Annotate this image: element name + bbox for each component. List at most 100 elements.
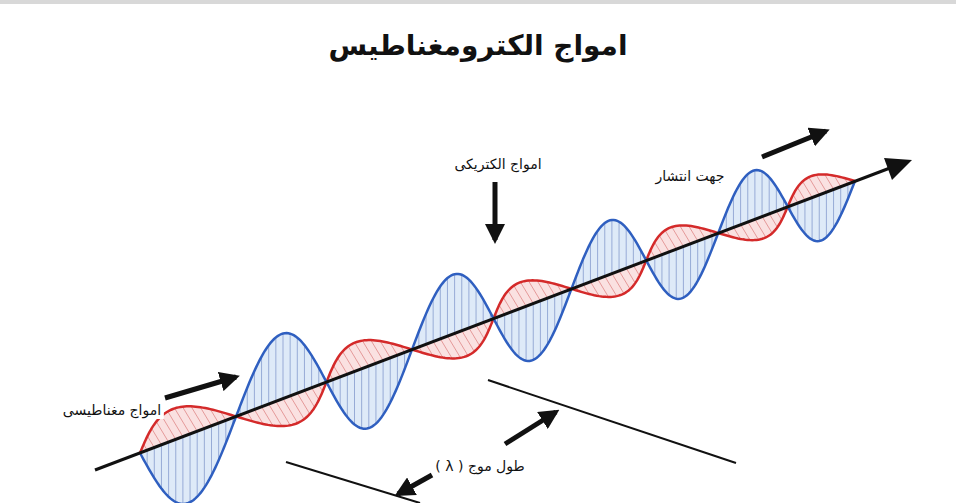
wavelength-bound <box>488 380 736 463</box>
magnetic-wave-hatch <box>659 236 669 252</box>
callout-label: امواج الکتریکی <box>451 155 544 173</box>
magnetic-wave-hatch <box>499 305 505 314</box>
electric-wave-hatch <box>511 312 512 350</box>
magnetic-wave-hatch <box>665 230 676 249</box>
electric-wave-hatch <box>683 246 684 297</box>
magnetic-wave-hatch <box>348 346 361 368</box>
magnetic-wave-hatch <box>748 222 759 240</box>
electric-wave-hatch <box>204 429 205 488</box>
magnetic-wave-hatch <box>672 227 684 246</box>
magnetic-wave-hatch <box>182 407 197 432</box>
electric-wave-hatch <box>690 244 691 292</box>
electric-wave-hatch <box>518 309 519 357</box>
magnetic-wave-hatch <box>476 325 484 339</box>
electric-wave-hatch <box>540 301 541 355</box>
magnetic-wave-hatch <box>175 408 190 434</box>
magnetic-wave-hatch <box>503 297 512 311</box>
magnetic-wave-hatch <box>626 268 635 283</box>
magnetic-wave-hatch <box>290 396 304 419</box>
electric-wave-hatch <box>776 187 777 211</box>
magnetic-wave-hatch <box>312 388 319 400</box>
electric-wave-hatch <box>283 334 284 399</box>
magnetic-wave-hatch <box>333 366 340 377</box>
magnetic-wave-hatch <box>191 406 204 428</box>
magnetic-wave-hatch <box>455 333 468 355</box>
magnetic-wave-hatch <box>755 219 766 237</box>
electric-wave-hatch <box>182 437 183 503</box>
electric-wave-hatch <box>468 280 469 328</box>
magnetic-wave-hatch <box>304 390 314 407</box>
electric-wave-hatch <box>733 196 734 227</box>
electric-wave-hatch <box>254 371 255 410</box>
callout-label: جهت انتشار <box>653 167 728 185</box>
magnetic-wave-hatch <box>152 428 162 444</box>
magnetic-wave-hatch <box>269 404 282 426</box>
propagation-axis <box>95 168 890 470</box>
magnetic-wave-hatch <box>537 281 547 298</box>
magnetic-wave-hatch <box>741 225 750 241</box>
magnetic-wave-hatch <box>147 436 154 447</box>
electric-wave-hatch <box>375 363 376 423</box>
magnetic-wave-hatch <box>598 279 609 297</box>
electric-wave-hatch <box>661 254 662 287</box>
electric-wave-hatch <box>676 249 677 299</box>
electric-wave-hatch <box>526 306 527 361</box>
magnetic-wave-hatch <box>803 181 813 197</box>
electric-wave-hatch <box>554 295 555 330</box>
electric-wave-hatch <box>361 369 362 429</box>
electric-wave-hatch <box>275 337 276 401</box>
electric-wave-hatch <box>261 357 262 407</box>
electric-wave-hatch <box>611 220 612 273</box>
magnetic-wave-hatch <box>680 226 691 244</box>
electric-wave-hatch <box>597 231 598 279</box>
leader-arrow <box>165 377 236 398</box>
wavelength-bound <box>286 462 420 503</box>
electric-wave-hatch <box>347 374 348 417</box>
electric-wave-hatch <box>704 238 705 266</box>
electric-wave-hatch <box>368 366 369 428</box>
electric-wave-hatch <box>769 177 770 213</box>
electric-wave-hatch <box>426 314 427 344</box>
magnetic-wave-hatch <box>276 401 290 425</box>
electric-wave-hatch <box>476 288 477 325</box>
electric-wave-hatch <box>604 223 605 276</box>
electric-wave-hatch <box>447 278 448 336</box>
electric-wave-hatch <box>483 299 484 322</box>
magnetic-wave-hatch <box>825 174 834 189</box>
electric-wave-hatch <box>168 442 169 497</box>
magnetic-wave-hatch <box>797 187 805 200</box>
axis-arrowhead <box>884 158 912 180</box>
top-frame <box>0 0 956 4</box>
electric-wave-hatch <box>297 338 298 393</box>
electric-wave-hatch <box>290 334 291 396</box>
electric-wave-hatch <box>190 434 191 502</box>
magnetic-wave-hatch <box>816 175 826 192</box>
electric-wave-hatch <box>819 195 820 241</box>
electric-wave-hatch <box>154 448 155 479</box>
electric-wave-hatch <box>762 171 763 216</box>
leader-arrow <box>505 412 556 444</box>
magnetic-wave-hatch <box>355 343 369 366</box>
electric-wave-hatch <box>383 361 384 415</box>
electric-wave-hatch <box>740 183 741 225</box>
magnetic-wave-hatch <box>440 339 452 359</box>
electric-wave-hatch <box>547 298 548 344</box>
magnetic-wave-hatch <box>655 242 662 254</box>
electric-wave-hatch <box>826 192 827 237</box>
callout-label: طول موج ( λ ) <box>432 457 527 475</box>
electric-wave-hatch <box>390 358 391 403</box>
magnetic-wave-hatch <box>619 271 630 289</box>
electric-wave-hatch <box>433 298 434 341</box>
electric-wave-hatch <box>840 186 841 215</box>
magnetic-wave-hatch <box>362 341 376 364</box>
electric-wave-hatch <box>197 431 198 496</box>
magnetic-wave-hatch <box>283 399 298 423</box>
magnetic-wave-hatch <box>809 177 819 194</box>
leader-arrow <box>493 182 498 240</box>
callout-label: امواج مغناطیسی <box>60 401 164 419</box>
diagram-title: امواج الکترومغناطیس <box>325 28 630 63</box>
electric-wave-hatch <box>440 286 441 338</box>
leader-arrow <box>398 475 432 494</box>
